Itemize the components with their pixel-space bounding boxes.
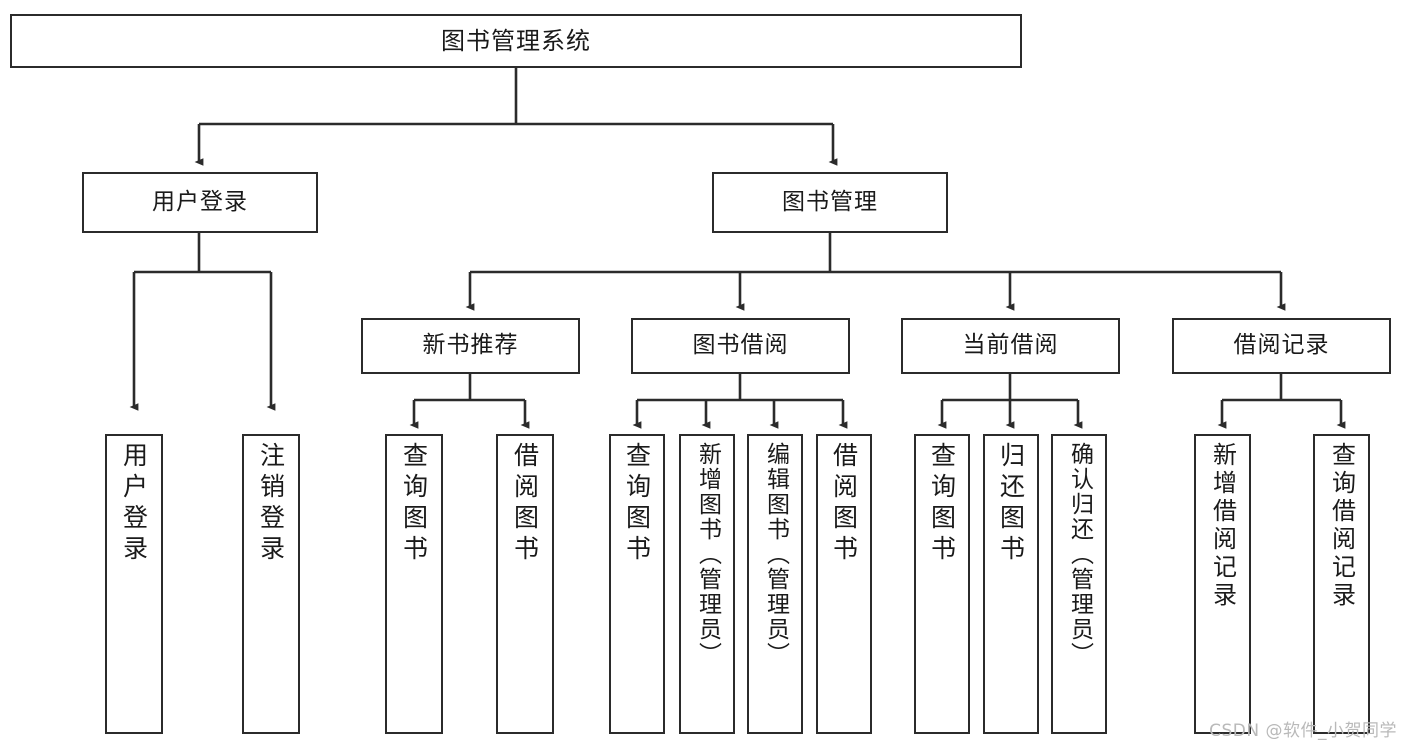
leaf-current-query-book[interactable]: 查询图书: [914, 434, 970, 734]
node-label: 借阅记录: [1233, 332, 1330, 359]
node-label: 用户登录: [152, 188, 248, 215]
node-label: 查询图书: [399, 442, 429, 566]
node-label: 新增借阅记录: [1208, 442, 1237, 610]
node-label: 图书管理: [782, 188, 878, 215]
leaf-add-book-admin[interactable]: 新增图书（管理员）: [679, 434, 735, 734]
node-borrow-record[interactable]: 借阅记录: [1172, 318, 1391, 374]
node-book-borrow[interactable]: 图书借阅: [631, 318, 850, 374]
node-label: 归还图书: [996, 442, 1026, 566]
leaf-edit-book-admin[interactable]: 编辑图书（管理员）: [747, 434, 803, 734]
node-label: 新增图书（管理员）: [694, 442, 721, 667]
csdn-watermark: CSDN @软件_小贺同学: [1209, 721, 1397, 741]
leaf-add-borrow-record[interactable]: 新增借阅记录: [1194, 434, 1251, 734]
leaf-return-book[interactable]: 归还图书: [983, 434, 1039, 734]
leaf-query-borrow-record[interactable]: 查询借阅记录: [1313, 434, 1370, 734]
leaf-confirm-return-admin[interactable]: 确认归还（管理员）: [1051, 434, 1107, 734]
node-label: 用户登录: [119, 442, 149, 566]
node-label: 借阅图书: [829, 442, 859, 566]
node-label: 查询图书: [927, 442, 957, 566]
node-label: 新书推荐: [422, 332, 519, 359]
leaf-recommend-query-book[interactable]: 查询图书: [385, 434, 443, 734]
leaf-logout[interactable]: 注销登录: [242, 434, 300, 734]
node-label: 图书管理系统: [441, 26, 591, 55]
node-label: 注销登录: [256, 442, 286, 566]
node-book-management[interactable]: 图书管理: [712, 172, 948, 233]
node-label: 查询图书: [622, 442, 652, 566]
node-user-login[interactable]: 用户登录: [82, 172, 318, 233]
node-label: 编辑图书（管理员）: [762, 442, 789, 667]
node-label: 确认归还（管理员）: [1066, 442, 1093, 667]
node-label: 借阅图书: [510, 442, 540, 566]
leaf-user-login[interactable]: 用户登录: [105, 434, 163, 734]
node-label: 图书借阅: [692, 332, 789, 359]
leaf-borrow-query-book[interactable]: 查询图书: [609, 434, 665, 734]
node-new-book-recommend[interactable]: 新书推荐: [361, 318, 580, 374]
node-current-borrow[interactable]: 当前借阅: [901, 318, 1120, 374]
node-label: 查询借阅记录: [1327, 442, 1356, 610]
leaf-recommend-borrow-book[interactable]: 借阅图书: [496, 434, 554, 734]
node-root-system[interactable]: 图书管理系统: [10, 14, 1022, 68]
leaf-borrow-book[interactable]: 借阅图书: [816, 434, 872, 734]
node-label: 当前借阅: [962, 332, 1059, 359]
